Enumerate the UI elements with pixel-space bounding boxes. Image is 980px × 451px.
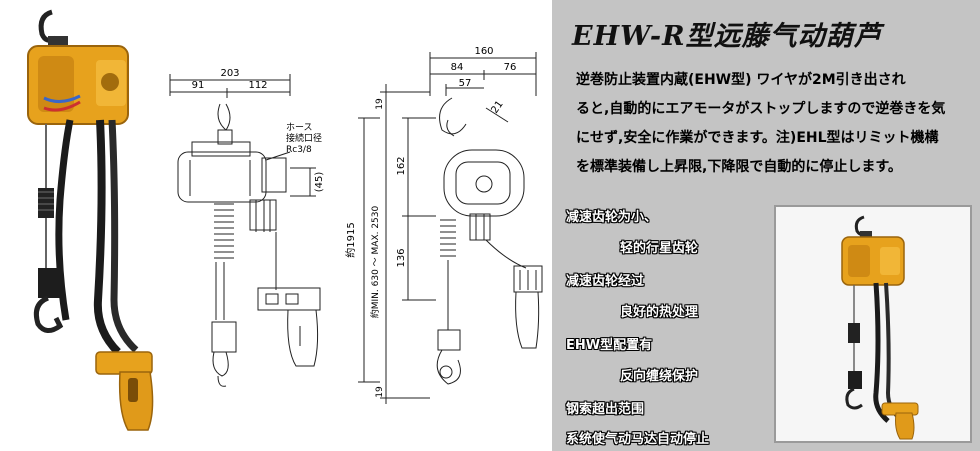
dim-1915-label: 約1915 (344, 222, 357, 257)
description-line: を標準装備し上昇限,下降限で自動的に停止します。 (576, 159, 902, 175)
dim-45-label: (45) (314, 172, 325, 193)
feature-item: 反向缠绕保护 (620, 369, 699, 384)
hose-label-3: Rc3/8 (286, 145, 312, 155)
dim-76-label: 76 (504, 62, 517, 73)
side-view-drawing (358, 52, 543, 404)
description-line: にせず,安全に作業ができます。注)EHL型はリミット機構 (576, 130, 939, 146)
front-view-drawing (169, 74, 321, 387)
dim-84-label: 84 (451, 62, 464, 73)
dim-160-label: 160 (474, 46, 493, 57)
dim-162-label: 162 (396, 156, 407, 175)
hoist-photo (27, 9, 154, 431)
dim-range-label: 約MIN. 630 ～ MAX. 2530 (369, 205, 381, 318)
feature-item: 良好的热处理 (620, 305, 699, 320)
feature-item: 钢索超出范围 (566, 402, 645, 417)
feature-item: 减速齿轮经过 (566, 274, 645, 289)
hose-label-1: ホース (286, 122, 313, 133)
hose-label-2: 接続口径 (286, 132, 322, 144)
product-thumbnail (774, 205, 972, 443)
feature-item: EHW型配置有 (566, 338, 653, 353)
description: 逆巻防止装置内蔵(EHW型) ワイヤが2M引き出され ると,自動的にエアモータが… (576, 66, 974, 182)
dim-57-label: 57 (459, 78, 472, 89)
dim-19-top-label: 19 (375, 98, 385, 110)
dim-21-label: 21 (489, 99, 505, 116)
dim-112-label: 112 (248, 80, 267, 91)
feature-item: 系统使气动马达自动停止 (566, 432, 710, 447)
hoist-thumbnail-image (841, 215, 919, 440)
page-title: EHW-R型远藤气动葫芦 (572, 21, 882, 52)
dim-91-label: 91 (192, 80, 205, 91)
dim-19-bottom-label: 19 (375, 386, 385, 398)
dim-136-label: 136 (396, 248, 407, 267)
feature-item: 减速齿轮为小、 (566, 210, 658, 225)
description-line: 逆巻防止装置内蔵(EHW型) ワイヤが2M引き出され (576, 72, 906, 88)
dim-203-label: 203 (220, 68, 239, 79)
right-panel: EHW-R型远藤气动葫芦 逆巻防止装置内蔵(EHW型) ワイヤが2M引き出され … (552, 0, 980, 451)
feature-item: 轻的行星齿轮 (620, 241, 699, 256)
description-line: ると,自動的にエアモータがストップしますので逆巻きを気 (576, 101, 946, 117)
left-panel: 203 91 112 160 84 76 57 21 162 136 (45) … (27, 9, 543, 431)
technical-drawing: 203 91 112 160 84 76 57 21 162 136 (45) … (27, 9, 543, 431)
